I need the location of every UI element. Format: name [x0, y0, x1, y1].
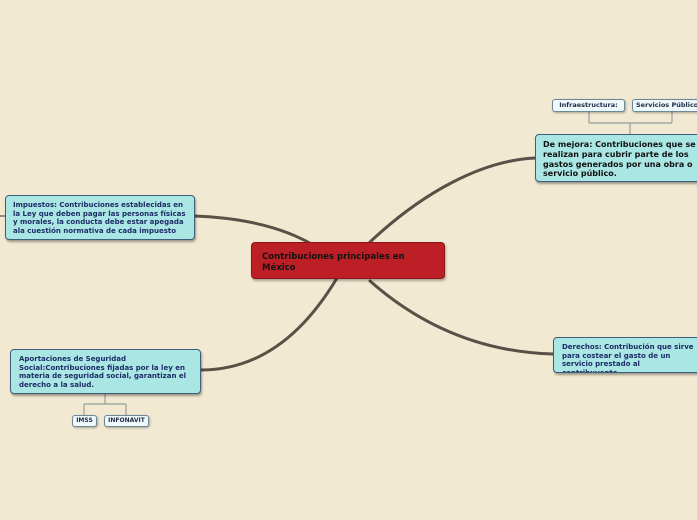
branch-aportaciones: [199, 276, 339, 372]
branch-mejora: [368, 156, 538, 244]
topic-mejora-text: De mejora: Contribuciones que se realiza…: [543, 140, 696, 179]
topic-impuestos-text: Impuestos: Contribuciones establecidas e…: [13, 201, 186, 235]
connector-mejora-leaves: [588, 112, 673, 134]
central-topic-label: Contribuciones principales en México: [262, 252, 405, 273]
connector-aportaciones-leaves: [83, 394, 127, 415]
topic-derechos[interactable]: Derechos: Contribución que sirve para co…: [553, 337, 697, 373]
leaf-imss-label: IMSS: [76, 417, 93, 424]
leaf-servicios-publicos-label: Servicios Públicos: [636, 101, 697, 109]
leaf-infraestructura[interactable]: Infraestructura:: [552, 99, 625, 112]
topic-aportaciones-text: Aportaciones de Seguridad Social:Contrib…: [19, 355, 187, 389]
central-topic[interactable]: Contribuciones principales en México: [251, 242, 445, 279]
topic-derechos-text: Derechos: Contribución que sirve para co…: [562, 343, 694, 373]
topic-aportaciones[interactable]: Aportaciones de Seguridad Social:Contrib…: [10, 349, 201, 394]
leaf-infraestructura-label: Infraestructura:: [559, 101, 618, 109]
branch-derechos: [368, 279, 555, 356]
leaf-imss[interactable]: IMSS: [72, 415, 97, 427]
topic-mejora[interactable]: De mejora: Contribuciones que se realiza…: [535, 134, 697, 182]
leaf-infonavit[interactable]: INFONAVIT: [104, 415, 149, 427]
topic-impuestos[interactable]: Impuestos: Contribuciones establecidas e…: [5, 195, 195, 240]
leaf-infonavit-label: INFONAVIT: [108, 417, 145, 424]
leaf-servicios-publicos[interactable]: Servicios Públicos: [632, 99, 697, 112]
